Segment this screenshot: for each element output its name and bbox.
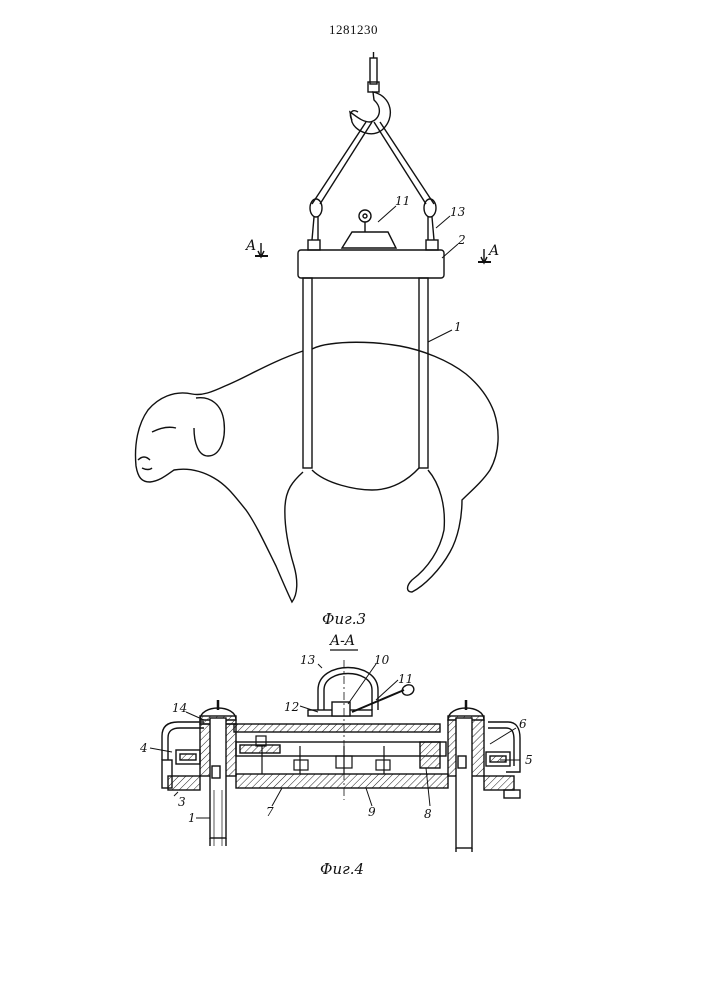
- fig4-label-7: 7: [266, 805, 274, 819]
- fig3-caption: Фиг.3: [322, 610, 366, 628]
- fig4-label-9: 9: [368, 805, 376, 819]
- fig4-label-13: 13: [300, 653, 316, 667]
- fig3-section-marker-right: A: [487, 243, 499, 259]
- fig4-caption: Фиг.4: [320, 860, 364, 878]
- fig4-label-8: 8: [424, 807, 432, 821]
- fig4-label-5: 5: [525, 753, 533, 767]
- fig4-label-10: 10: [374, 653, 390, 667]
- cam-handle: [342, 210, 396, 248]
- fig3-label-13: 13: [450, 205, 466, 219]
- fig4-label-12: 12: [284, 700, 299, 714]
- figure-3: [136, 52, 499, 602]
- fig3-label-2: 2: [457, 233, 466, 247]
- fig4-label-11: 11: [398, 672, 413, 686]
- fig4-label-3: 3: [178, 795, 186, 809]
- support-rods: [303, 278, 428, 468]
- fig3-label-11: 11: [395, 194, 410, 208]
- sheep-outline: [136, 342, 499, 602]
- crossbeam: [298, 250, 444, 278]
- fig4-label-6: 6: [519, 717, 527, 731]
- fig4-label-1: 1: [188, 811, 196, 825]
- figure-4: [150, 650, 520, 852]
- fig4-label-14: 14: [172, 701, 187, 715]
- fig3-section-marker-left: A: [244, 238, 256, 254]
- sling-ropes: [308, 122, 438, 250]
- fig4-section-title: A-A: [328, 633, 355, 649]
- crane-hook: [350, 52, 390, 134]
- fig3-label-1: 1: [454, 320, 462, 334]
- fig4-label-4: 4: [139, 741, 148, 755]
- fig3-leaders: [378, 206, 458, 342]
